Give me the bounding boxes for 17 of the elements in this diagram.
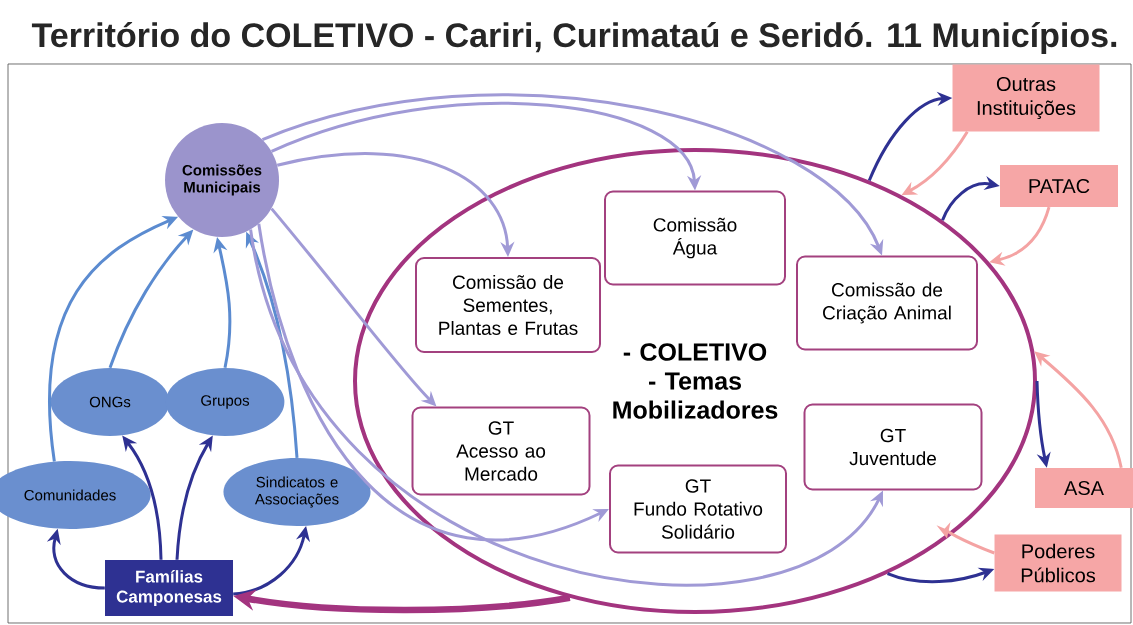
arrow [249,229,883,587]
theme-box: GT Acesso ao Mercado [411,406,591,496]
circle-node: Comissões Municipais [165,123,279,237]
theme-box: Comissão Água [604,190,786,286]
theme-box: Comissão de Sementes, Plantas e Frutas [415,257,601,353]
institution-box: Poderes Públicos [994,534,1122,592]
theme-box: GT Fundo Rotativo Solidário [609,464,787,554]
theme-box: GT Juventude [803,403,983,491]
institution-box: Outras Instituições [952,64,1100,132]
label-box: Famílias Camponesas [105,560,233,616]
ellipse-node: Sindicatos e Associações [223,458,371,526]
institution-box: ASA [1035,468,1133,508]
institution-box: PATAC [1000,165,1118,207]
ellipse-node: ONGs [50,368,170,436]
ellipse-node: Grupos [165,368,285,436]
theme-box: Comissão de Criação Animal [796,255,978,351]
title: Território do COLETIVO - Cariri, Curimataú e Seridó. 11 Municípios. [31,22,1117,54]
